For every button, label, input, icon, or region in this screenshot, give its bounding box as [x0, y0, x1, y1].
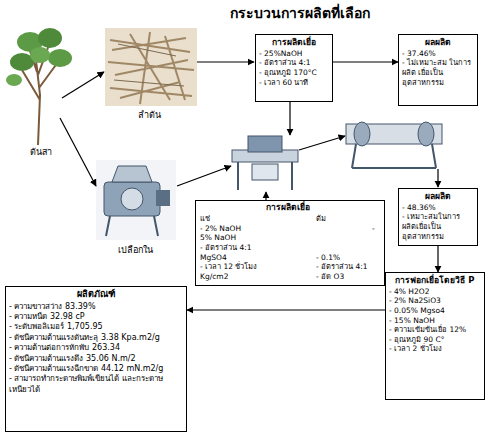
box-text: - ความขาวสว่าง 83.39% — [9, 302, 183, 312]
stem-photo — [105, 28, 197, 106]
box-text: - ดัชนีความต้านแรงดึง 35.06 N.m/2 — [9, 354, 183, 364]
box-heading: การฟอกเยื่อโดยวิธี P — [389, 275, 481, 286]
tree-illustration — [6, 28, 72, 145]
box-text: - สามารถทำกระดาษพิมพ์เขียนได้ และกระดาษเ… — [9, 374, 183, 395]
process-box: การฟอกเยื่อโดยวิธี P- 4% H2O2- 2% Na2SiO… — [385, 272, 485, 400]
image-caption: ลำต้น — [138, 110, 161, 121]
box-text: - 0.1% — [316, 253, 340, 263]
box-text: - ไม่เหมาะสม ในการ ผลิต เยื่อเป็นอุตสาหก… — [402, 58, 474, 87]
box-text: - 0.05% Mgso4 — [389, 306, 481, 316]
box-text: - อัตราส่วน 4:1 — [200, 243, 252, 253]
box-text: Kg/cm2 — [200, 272, 228, 282]
box-text: - เหมาะสมในการ ผลิตเยื่อเป็นอุตสาหกรรม — [402, 212, 474, 241]
box-text: - ดัชนีความต้านแรงฉีกขาด 44.12 mN.m2/g — [9, 364, 183, 374]
box-text: - 2% Na2SiO3 — [389, 296, 481, 306]
box-heading: การผลิตเยื่อ — [196, 202, 380, 213]
box-text: - เวลา 12 ชั่วโมง — [200, 262, 257, 272]
box-text: - ความหนืด 32.98 cP — [9, 312, 183, 322]
box-text: - 37.46% — [402, 49, 474, 59]
box-text: - ความเข้มข้นเยื่อ 12% — [389, 325, 481, 335]
layout-arrows — [60, 62, 438, 200]
process-box: การผลิตเยื่อ- 25%NaOH- อัตราส่วน 4:1- อุ… — [255, 34, 333, 102]
process-box: ผลผลิต- 48.36%- เหมาะสมในการ ผลิตเยื่อเป… — [398, 188, 478, 246]
box-text: - อัด O3 — [316, 272, 344, 282]
box-text: - 4% H2O2 — [389, 287, 481, 297]
diagram-title: กระบวนการผลิตที่เลือก — [150, 4, 450, 22]
box-text: - 48.36% — [402, 203, 474, 213]
box-text: - อุณหภูมิ 90 C° — [389, 335, 481, 345]
box-heading: ผลิตภัณฑ์ — [9, 289, 183, 301]
box-text: ต้ม — [316, 214, 326, 224]
box-text: - อัตราส่วน 4:1 — [316, 262, 368, 272]
box-text: 5% NaOH — [200, 233, 236, 243]
process-box: ผลิตภัณฑ์- ความขาวสว่าง 83.39%- ความหนืด… — [5, 286, 187, 432]
bark-machine — [96, 160, 176, 240]
box-text: MgSO4 — [200, 253, 227, 263]
box-text: - 15% NaOH — [389, 316, 481, 326]
roller-machine — [346, 122, 442, 168]
box-text: - อัตราส่วน 4:1 — [259, 58, 329, 68]
process-box: การผลิตเยื่อแช่ต้ม- 2% NaOH-5% NaOH- อัต… — [195, 200, 385, 286]
box-text: - ความต้านต่อการหักพับ 263.34 — [9, 343, 183, 353]
box-text: แช่ — [200, 214, 210, 224]
box-text: - — [372, 224, 375, 234]
image-caption: เปลือกใน — [118, 245, 153, 256]
box-text: - เวลา 2 ชั่วโมง — [389, 344, 481, 354]
flow-arrow — [187, 309, 385, 310]
box-text: - ระดับพอลิเมอร์ 1,705.95 — [9, 322, 183, 332]
box-text: - 2% NaOH — [200, 224, 241, 234]
flow-arrow — [333, 61, 398, 62]
box-text: - 25%NaOH — [259, 49, 329, 59]
process-box: ผลผลิต- 37.46%- ไม่เหมาะสม ในการ ผลิต เย… — [398, 34, 478, 106]
box-heading: การผลิตเยื่อ — [259, 37, 329, 48]
beating-machine — [232, 136, 298, 190]
box-text: - เวลา 60 นาที — [259, 78, 329, 88]
box-text: - อุณหภูมิ 170°C — [259, 68, 329, 78]
box-heading: ผลผลิต — [402, 191, 474, 202]
box-text: - ดัชนีความต้านแรงดันทะลุ 3.38 Kpa.m2/g — [9, 333, 183, 343]
box-heading: ผลผลิต — [402, 37, 474, 48]
image-caption: ต้นสา — [30, 147, 52, 158]
flow-arrow — [437, 246, 438, 272]
